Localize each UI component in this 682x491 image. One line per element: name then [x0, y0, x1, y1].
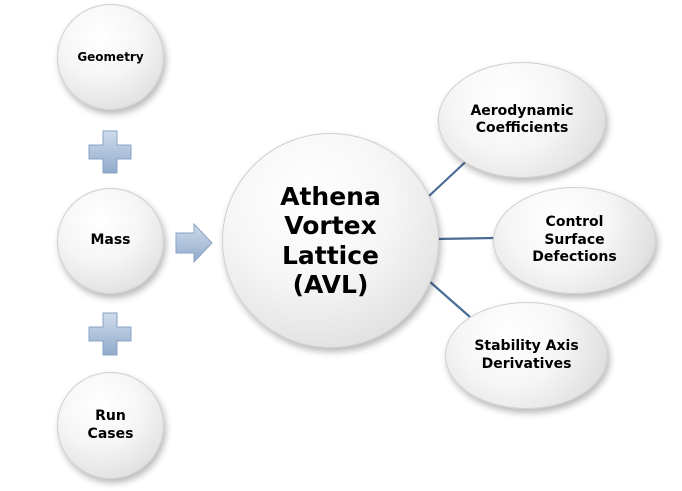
- avl-center-node: Athena Vortex Lattice (AVL): [222, 133, 439, 348]
- mass-node: Mass: [57, 188, 164, 294]
- control-surface-defections-label: Control Surface Defections: [532, 214, 617, 266]
- connector-control-surface: [435, 236, 495, 241]
- arrow-right-icon: [175, 222, 213, 264]
- connector-stability: [428, 280, 471, 318]
- aerodynamic-coefficients-node: Aerodynamic Coefficients: [438, 62, 606, 178]
- run-cases-label: Run Cases: [87, 408, 134, 442]
- stability-axis-derivatives-node: Stability Axis Derivatives: [445, 302, 608, 409]
- run-cases-node: Run Cases: [57, 372, 164, 479]
- geometry-node: Geometry: [57, 4, 164, 110]
- control-surface-defections-node: Control Surface Defections: [493, 187, 656, 294]
- mass-label: Mass: [90, 232, 131, 249]
- geometry-label: Geometry: [77, 49, 144, 64]
- plus-icon: [88, 130, 132, 174]
- stability-axis-derivatives-label: Stability Axis Derivatives: [474, 338, 579, 372]
- aerodynamic-coefficients-label: Aerodynamic Coefficients: [470, 102, 574, 137]
- avl-center-label: Athena Vortex Lattice (AVL): [280, 181, 381, 300]
- plus-icon: [88, 312, 132, 356]
